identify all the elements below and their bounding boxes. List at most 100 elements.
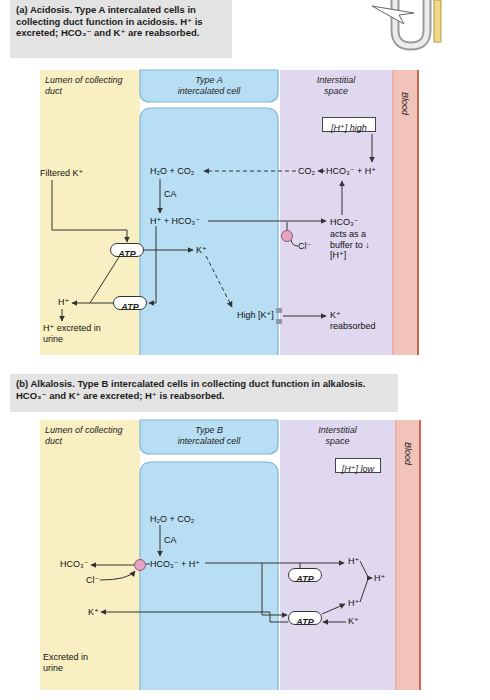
transport-line bbox=[291, 240, 298, 246]
flow-arrow bbox=[372, 134, 373, 162]
blood-region: Blood bbox=[392, 70, 418, 355]
interstitial-region: Interstitial space[H⁺] lowATPATP bbox=[280, 420, 395, 690]
atp-pump: ATP bbox=[113, 296, 147, 310]
panel-b-arrows bbox=[91, 525, 372, 622]
node-text: ATP bbox=[114, 302, 146, 313]
atp-pump: ATP bbox=[110, 243, 144, 257]
node-text: Lumen of collecting duct bbox=[45, 75, 123, 96]
ion-label: Cl⁻ bbox=[86, 575, 99, 586]
panel-b-art bbox=[40, 420, 420, 690]
blood-band bbox=[395, 420, 420, 690]
ion-label: H₂O + CO₂ bbox=[150, 166, 194, 177]
diffusion-arrow bbox=[206, 256, 232, 307]
ion-label: High [K⁺] bbox=[237, 310, 274, 321]
ion-label: HCO₃⁻ bbox=[330, 217, 358, 228]
atp-pump: ATP bbox=[288, 568, 322, 582]
interstitial-band bbox=[280, 70, 392, 355]
merge-line bbox=[360, 561, 368, 577]
ion-label: K⁺ bbox=[88, 607, 99, 618]
blood-band bbox=[392, 70, 418, 355]
node-text: ATP bbox=[111, 249, 143, 260]
node-text: Type B intercalated cell bbox=[173, 425, 245, 446]
ion-label: Filtered K⁺ bbox=[40, 168, 83, 179]
collecting-duct-icon bbox=[434, 0, 441, 42]
transport-line bbox=[146, 564, 150, 565]
ion-label: H⁺ + HCO₃⁻ bbox=[150, 216, 200, 227]
channel-symbol bbox=[276, 308, 282, 313]
ion-label: K⁺ bbox=[348, 616, 359, 627]
pointer-arrow bbox=[372, 6, 414, 24]
exchanger-symbol bbox=[282, 231, 293, 242]
ion-label: H⁺ bbox=[58, 297, 69, 308]
transport-arrow bbox=[52, 180, 127, 242]
node-text: Blood bbox=[400, 92, 410, 115]
ion-label: H⁺ excreted in urine bbox=[43, 323, 107, 344]
ion-label: K⁺ reabsorbed bbox=[330, 310, 386, 331]
node-text: Blood bbox=[403, 442, 413, 465]
cell-shape bbox=[140, 108, 278, 355]
ion-label: Excreted in urine bbox=[43, 652, 95, 673]
tubule-outline bbox=[395, 0, 427, 46]
reaction-arrow bbox=[160, 525, 161, 556]
ion-label: CA bbox=[164, 189, 177, 200]
blood-region: Blood bbox=[395, 420, 420, 690]
node-text: [H⁺] high bbox=[323, 123, 375, 134]
transport-arrow bbox=[144, 250, 193, 251]
merge-line bbox=[360, 579, 368, 602]
concentration-box: [H⁺] high bbox=[322, 117, 376, 132]
vessel-wall bbox=[396, 420, 397, 690]
vessel-wall bbox=[417, 70, 419, 355]
transport-arrow bbox=[262, 563, 287, 615]
transport-arrow bbox=[205, 563, 344, 564]
concentration-box: [H⁺] low bbox=[335, 458, 381, 473]
node-text: ATP bbox=[289, 617, 321, 628]
flow-arrow bbox=[368, 578, 372, 579]
transport-arrow bbox=[72, 303, 113, 304]
transport-arrow bbox=[283, 316, 326, 317]
ion-label: K⁺ bbox=[196, 245, 207, 256]
flow-arrow bbox=[342, 181, 343, 215]
vessel-wall bbox=[419, 420, 421, 690]
transport-line bbox=[287, 222, 288, 230]
ion-label: CO₂ bbox=[298, 166, 315, 177]
transport-arrow bbox=[323, 622, 346, 623]
transport-arrow bbox=[322, 604, 345, 614]
node-text: Lumen of collecting duct bbox=[45, 425, 123, 446]
lumen-band bbox=[40, 420, 140, 690]
vessel-wall bbox=[393, 70, 394, 355]
cell-region: Type B intercalated cell bbox=[140, 420, 278, 690]
cell-shape bbox=[140, 420, 278, 454]
ion-label: H₂O + CO₂ bbox=[150, 514, 194, 525]
transport-arrow bbox=[149, 226, 156, 303]
transport-arrow bbox=[100, 571, 135, 580]
atp-pump: ATP bbox=[288, 611, 322, 625]
ion-label: HCO₃⁻ + H⁺ bbox=[150, 559, 200, 570]
reaction-arrow bbox=[318, 171, 325, 172]
reaction-arrow bbox=[160, 179, 161, 213]
ion-label: HCO₃⁻ + H⁺ bbox=[326, 166, 376, 177]
ion-label: acts as a buffer to ↓ [H⁺] bbox=[330, 229, 382, 261]
transport-line bbox=[90, 257, 119, 303]
cell-shape bbox=[140, 70, 278, 102]
transport-arrow bbox=[208, 221, 326, 222]
ion-label: H⁺ bbox=[348, 556, 359, 567]
ion-label: CA bbox=[164, 535, 177, 546]
diffusion-arrow bbox=[204, 171, 296, 172]
flow-arrow bbox=[62, 309, 63, 321]
lumen-region: Lumen of collecting duct bbox=[40, 420, 140, 690]
lumen-region: Lumen of collecting duct bbox=[40, 70, 140, 355]
ion-label: H⁺ bbox=[348, 598, 359, 609]
panel-a-arrows bbox=[52, 134, 372, 321]
cell-shape bbox=[140, 462, 278, 690]
node-text: Type A intercalated cell bbox=[173, 75, 245, 96]
panel-caption: (a) Acidosis. Type A intercalated cells … bbox=[10, 0, 232, 58]
node-text: [H⁺] low bbox=[336, 464, 380, 475]
panel-caption: (b) Alkalosis. Type B intercalated cells… bbox=[10, 374, 398, 412]
kidney-tubule-icon bbox=[372, 0, 441, 46]
ion-label: Cl⁻ bbox=[298, 241, 311, 252]
